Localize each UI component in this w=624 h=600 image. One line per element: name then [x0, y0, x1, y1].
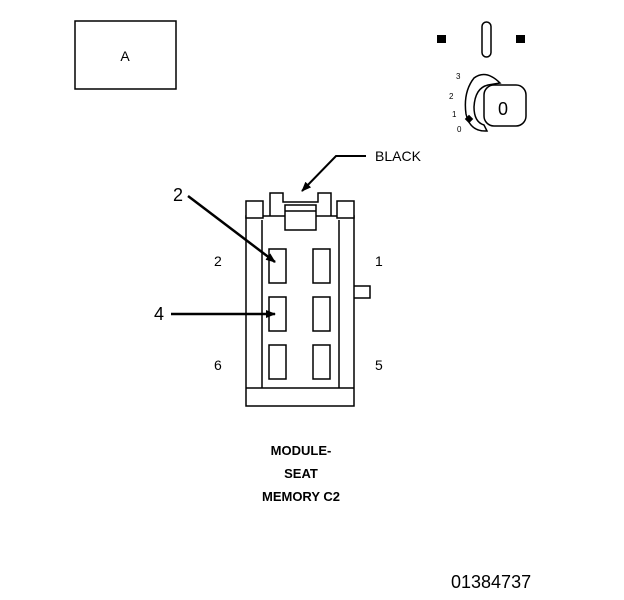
wire-color-label: BLACK: [375, 148, 422, 164]
pin-label-1: 1: [375, 253, 383, 269]
connector-title-line-3: MEMORY C2: [262, 489, 340, 504]
cavity-pin-2: [268, 248, 287, 284]
cavity-pin-3: [312, 296, 331, 332]
pin-label-6: 6: [214, 357, 222, 373]
slot-right-marker: [516, 35, 525, 43]
polarizing-key: [354, 285, 371, 299]
cavity-pin-5: [312, 344, 331, 380]
key-digit: 0: [498, 99, 508, 119]
view-box: [74, 20, 177, 90]
cavity-pin-1: [312, 248, 331, 284]
key-head: [483, 84, 527, 127]
left-corner-tab: [245, 200, 264, 219]
callout-arrow-2: [187, 195, 276, 263]
key-symbol: 0 3 2 1 0: [437, 21, 527, 134]
key-position-marker: [464, 114, 474, 124]
figure-id: 01384737: [451, 572, 531, 592]
key-position-3: 3: [456, 72, 461, 81]
key-position-0: 0: [457, 125, 462, 134]
latch-tab: [284, 204, 317, 231]
slot-center-marker: [481, 21, 492, 58]
slot-left-marker: [437, 35, 446, 43]
connector-body: [245, 192, 371, 407]
key-icon: [464, 73, 502, 132]
callout-4: 4: [154, 304, 164, 324]
view-box-label: A: [120, 48, 130, 64]
connector-title-line-1: MODULE-: [271, 443, 332, 458]
connector-title-line-2: SEAT: [284, 466, 318, 481]
pin-label-5: 5: [375, 357, 383, 373]
locking-latch: [269, 192, 332, 216]
pin-label-2: 2: [214, 253, 222, 269]
callout-2: 2: [173, 185, 183, 205]
key-position-1: 1: [452, 110, 457, 119]
wire-color-leader: [301, 155, 366, 192]
cavity-pin-6: [268, 344, 287, 380]
key-position-2: 2: [449, 92, 454, 101]
right-corner-tab: [336, 200, 355, 219]
